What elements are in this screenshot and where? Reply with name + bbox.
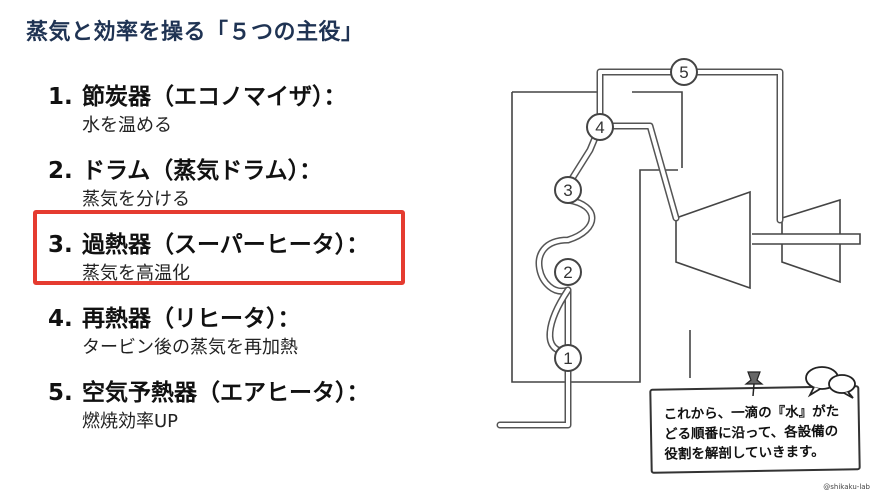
marker-1: 1 [554,344,582,372]
item-number: 4. [48,306,73,332]
item-number: 3. [48,232,73,258]
item-description: タービン後の蒸気を再加熱 [82,337,298,358]
item-description: 蒸気を分ける [82,189,190,210]
item-name: ドラム（蒸気ドラム）： [82,158,323,184]
item-name: 空気予熱器（エアヒータ）： [82,380,370,406]
list-item: 5. 空気予熱器（エアヒータ）： 燃焼効率UP [48,378,408,452]
item-description: 燃焼効率UP [82,411,179,432]
marker-4: 4 [586,113,614,141]
list-item: 3. 過熱器（スーパーヒータ）： 蒸気を高温化 [48,230,408,304]
item-description: 水を温める [82,115,172,136]
marker-label: 4 [595,118,604,137]
item-name: 再熱器（リヒータ）： [82,306,301,332]
component-list: 1. 節炭器（エコノマイザ）： 水を温める 2. ドラム（蒸気ドラム）： 蒸気を… [48,82,408,452]
marker-label: 5 [679,63,688,82]
speech-bubbles-icon [805,366,856,399]
pushpin-icon [744,371,764,397]
note-line-3: 役割を解剖していきます。 [664,443,825,463]
list-item: 4. 再熱器（リヒータ）： タービン後の蒸気を再加熱 [48,304,408,378]
highlight-frame [33,210,405,285]
slide-title: 蒸気と効率を操る「５つの主役」 [26,20,364,45]
turbine [675,190,861,290]
marker-label: 3 [563,181,572,200]
marker-label: 1 [563,349,572,368]
item-number: 5. [48,380,73,406]
marker-5: 5 [670,58,698,86]
marker-2: 2 [554,258,582,286]
marker-3: 3 [554,176,582,204]
boiler-casing [511,91,691,383]
item-name: 節炭器（エコノマイザ）： [82,84,347,110]
boiler-diagram: 1 2 3 4 5 [496,58,861,429]
credit-text: @shikaku-lab [823,483,870,491]
list-item: 1. 節炭器（エコノマイザ）： 水を温める [48,82,408,156]
marker-label: 2 [563,263,572,282]
item-number: 1. [48,84,73,110]
list-item: 2. ドラム（蒸気ドラム）： 蒸気を分ける [48,156,408,230]
item-name: 過熱器（スーパーヒータ）： [82,232,370,258]
item-number: 2. [48,158,73,184]
item-description: 蒸気を高温化 [82,263,190,284]
